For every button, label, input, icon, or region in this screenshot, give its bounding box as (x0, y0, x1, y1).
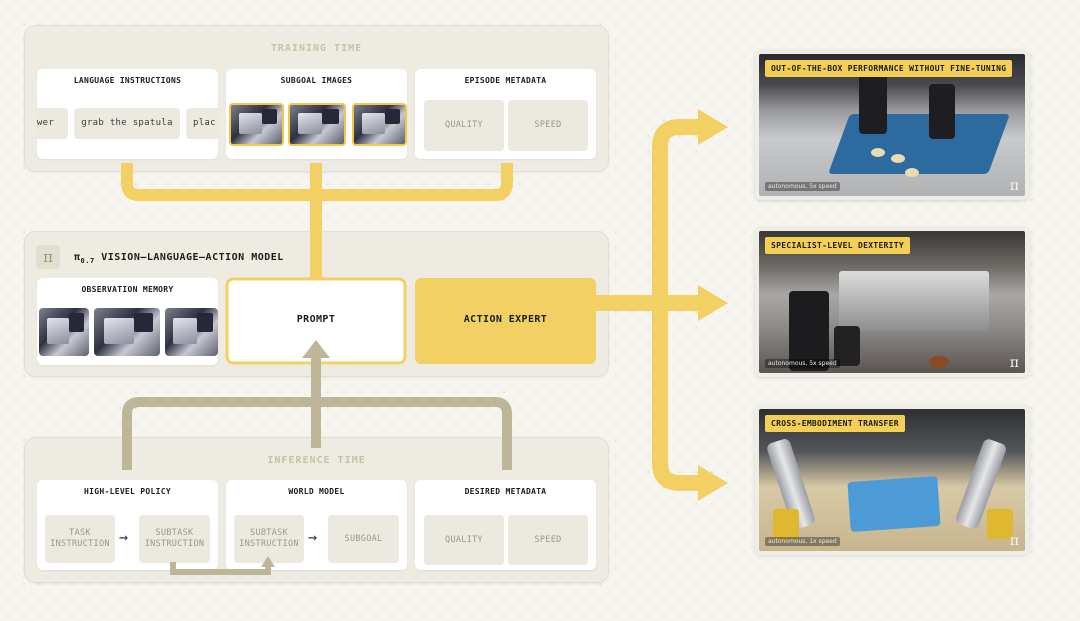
pi-icon: π (36, 245, 60, 269)
task-instruction-chip: TASK INSTRUCTION (45, 515, 115, 563)
world-subtask-instruction-chip: SUBTASK INSTRUCTION (234, 515, 304, 563)
subgoal-chip: SUBGOAL (328, 515, 399, 563)
training-time-panel: TRAINING TIME LANGUAGE INSTRUCTIONS wer … (24, 25, 609, 172)
output-video-cross-embodiment[interactable]: CROSS-EMBODIMENT TRANSFER autonomous, 1x… (755, 405, 1029, 555)
pi-logo-icon: π (1009, 533, 1019, 549)
instruction-chip-partial-left: wer (37, 108, 68, 139)
model-title: π0.7 VISION–LANGUAGE–ACTION MODEL (74, 252, 284, 265)
output-arrowhead-middle (698, 285, 728, 321)
model-version: 0.7 (80, 257, 95, 265)
video-footnote-zero-shot: autonomous, 5x speed (765, 182, 840, 191)
language-instructions-title: LANGUAGE INSTRUCTIONS (73, 76, 182, 85)
episode-speed-chip: SPEED (508, 100, 588, 151)
training-time-title: TRAINING TIME (270, 43, 363, 54)
observation-memory-card: OBSERVATION MEMORY (37, 278, 218, 365)
policy-subtask-instruction-chip: SUBTASK INSTRUCTION (139, 515, 210, 563)
inference-time-panel: INFERENCE TIME HIGH-LEVEL POLICY TASK IN… (24, 437, 609, 583)
subgoal-image-3 (352, 103, 407, 146)
world-model-card: WORLD MODEL SUBTASK INSTRUCTION → SUBGOA… (226, 480, 407, 570)
instruction-chip-partial-right: plac (186, 108, 218, 139)
high-level-policy-title: HIGH-LEVEL POLICY (84, 487, 171, 496)
subgoal-images-card: SUBGOAL IMAGES (226, 69, 407, 159)
output-video-zero-shot[interactable]: OUT-OF-THE-BOX PERFORMANCE WITHOUT FINE-… (755, 50, 1029, 200)
episode-metadata-title: EPISODE METADATA (464, 76, 547, 85)
output-video-dexterity[interactable]: SPECIALIST-LEVEL DEXTERITY autonomous, 5… (755, 227, 1029, 377)
observation-image-2 (94, 308, 160, 356)
desired-metadata-card: DESIRED METADATA QUALITY SPEED (415, 480, 596, 570)
video-caption-cross-embodiment: CROSS-EMBODIMENT TRANSFER (765, 415, 905, 432)
prompt-label: PROMPT (296, 314, 336, 325)
inference-time-title: INFERENCE TIME (267, 455, 366, 466)
output-arrowhead-bottom (698, 465, 728, 501)
video-caption-zero-shot: OUT-OF-THE-BOX PERFORMANCE WITHOUT FINE-… (765, 60, 1013, 77)
video-frame-folding (759, 409, 1025, 551)
instruction-chip-grab-spatula: grab the spatula (74, 108, 180, 139)
arrow-right-icon: → (308, 528, 318, 546)
world-model-title: WORLD MODEL (288, 487, 345, 496)
action-expert-label: ACTION EXPERT (463, 314, 548, 325)
episode-metadata-card: EPISODE METADATA QUALITY SPEED (415, 69, 596, 159)
desired-speed-chip: SPEED (508, 515, 588, 565)
observation-memory-title: OBSERVATION MEMORY (81, 285, 174, 294)
observation-image-1 (39, 308, 89, 356)
observation-image-3 (165, 308, 218, 356)
video-footnote-cross-embodiment: autonomous, 1x speed (765, 537, 840, 546)
video-footnote-dexterity: autonomous, 5x speed (765, 359, 840, 368)
episode-quality-chip: QUALITY (424, 100, 504, 151)
subgoal-image-2 (288, 103, 346, 146)
video-frame-cutting (759, 54, 1025, 196)
output-arrowhead-top (698, 109, 728, 145)
video-caption-dexterity: SPECIALIST-LEVEL DEXTERITY (765, 237, 911, 254)
desired-metadata-title: DESIRED METADATA (464, 487, 547, 496)
language-instructions-card: LANGUAGE INSTRUCTIONS wer grab the spatu… (37, 69, 218, 159)
arrow-right-icon: → (119, 528, 129, 546)
high-level-policy-card: HIGH-LEVEL POLICY TASK INSTRUCTION → SUB… (37, 480, 218, 570)
model-title-text: VISION–LANGUAGE–ACTION MODEL (101, 252, 284, 263)
subgoal-image-1 (229, 103, 284, 146)
pi-logo-icon: π (1009, 178, 1019, 194)
output-fork-arrow (596, 119, 700, 491)
subgoal-images-title: SUBGOAL IMAGES (280, 76, 353, 85)
video-frame-espresso (759, 231, 1025, 373)
vla-model-panel: π π0.7 VISION–LANGUAGE–ACTION MODEL OBSE… (24, 231, 609, 377)
pi-logo-icon: π (1009, 355, 1019, 371)
desired-quality-chip: QUALITY (424, 515, 504, 565)
model-pi-symbol: π (74, 252, 81, 263)
